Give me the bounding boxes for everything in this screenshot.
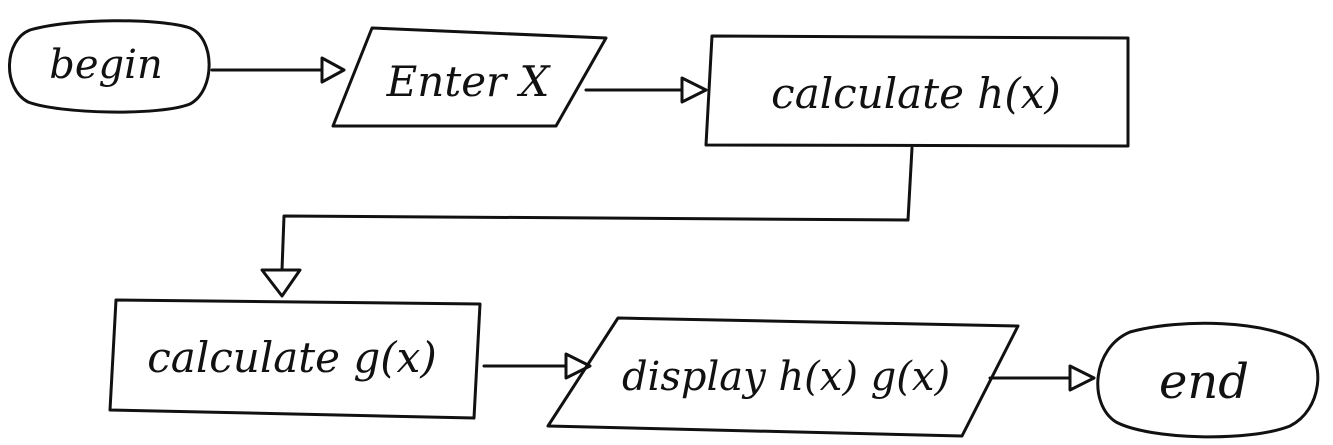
process-shape (704, 34, 1130, 148)
node-calc-h: calculate h(x) (704, 34, 1130, 148)
process-shape (108, 298, 482, 420)
terminal-shape (8, 19, 211, 114)
node-display: display h(x) g(x) (546, 316, 1020, 438)
io-shape (331, 26, 608, 128)
node-label-calc-h: calculate h(x) (771, 69, 1061, 118)
edge-begin-to-enter-x (210, 56, 346, 84)
arrowhead (320, 56, 346, 84)
edge-display-to-end (988, 364, 1096, 392)
node-label-enter-x: Enter X (386, 57, 552, 106)
node-label-display: display h(x) g(x) (622, 354, 950, 400)
edge-calc-g-to-display (482, 352, 592, 380)
edge-enter-x-to-calc-h (584, 76, 708, 104)
arrowhead (1068, 364, 1096, 392)
node-end: end (1096, 321, 1320, 439)
edge-calc-h-to-calc-g (260, 146, 914, 298)
node-label-calc-g: calculate g(x) (147, 333, 436, 382)
arrowhead (680, 76, 708, 104)
arrowhead (564, 352, 592, 380)
node-calc-g: calculate g(x) (108, 298, 482, 420)
node-label-begin: begin (49, 42, 162, 88)
terminal-shape (1096, 321, 1320, 439)
node-begin: begin (8, 19, 211, 114)
connector-line (280, 146, 914, 272)
io-shape (546, 316, 1020, 438)
arrowhead (260, 268, 302, 298)
node-label-end: end (1159, 354, 1249, 410)
node-enter-x: Enter X (331, 26, 608, 128)
